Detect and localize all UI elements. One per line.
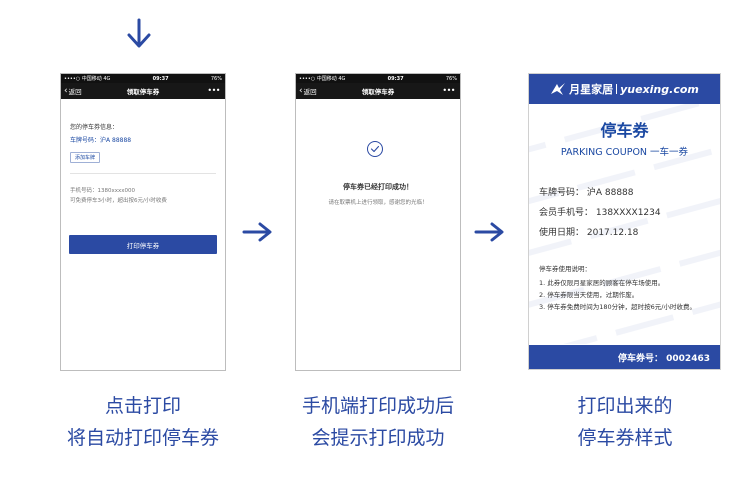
coupon-notes-title: 停车券使用说明： — [539, 265, 591, 273]
caption-line: 点击打印 — [104, 395, 181, 417]
status-battery: 76% — [445, 75, 457, 82]
back-label: 返回 — [68, 88, 82, 96]
status-time: 09:37 — [152, 75, 169, 82]
status-bar: ••••○ 中国移动 4G 09:37 76% — [61, 74, 225, 83]
caption-line: 打印出来的 — [577, 395, 673, 417]
coupon-title: 停车券 — [600, 121, 649, 140]
status-carrier: ••••○ 中国移动 4G — [64, 76, 111, 82]
watermark-pattern — [529, 104, 720, 344]
coupon-member-phone: 会员手机号： 138XXXX1234 — [539, 208, 661, 218]
logo-divider — [616, 84, 618, 94]
phone-screen-success: ••••○ 中国移动 4G 09:37 76% ‹ 返回 领取停车券 ••• 停… — [295, 73, 461, 371]
status-carrier: ••••○ 中国移动 4G — [299, 76, 346, 82]
coupon-use-date: 使用日期： 2017.12.18 — [539, 228, 639, 238]
caption-step-3: 打印出来的 停车券样式 — [525, 390, 725, 454]
nav-title: 领取停车券 — [361, 88, 395, 96]
back-button[interactable]: ‹ 返回 — [299, 86, 317, 96]
nav-bar: ‹ 返回 领取停车券 ••• — [61, 83, 225, 99]
caption-line: 将自动打印停车券 — [66, 427, 219, 449]
plate-number: 车牌号码：沪A 88888 — [70, 137, 132, 144]
status-bar: ••••○ 中国移动 4G 09:37 76% — [296, 74, 460, 83]
check-circle-icon — [367, 141, 383, 157]
coupon-footer: 停车券号： 0002463 — [529, 345, 720, 369]
more-icon[interactable]: ••• — [442, 86, 455, 95]
chevron-left-icon: ‹ — [299, 85, 303, 96]
caption-step-1: 点击打印 将自动打印停车券 — [43, 390, 243, 454]
coupon-note: 3. 停车券免费时间为180分钟，超时按6元/小时收费。 — [539, 303, 696, 311]
arrow-down-icon — [127, 18, 151, 48]
logo-en: yuexing.com — [620, 82, 699, 96]
arrow-right-icon — [242, 222, 272, 242]
coupon-info-label: 您的停车券信息： — [70, 124, 119, 131]
coupon-subtitle: PARKING COUPON 一车一券 — [560, 147, 689, 158]
success-title: 停车券已经打印成功！ — [343, 183, 413, 191]
caption-step-2: 手机端打印成功后 会提示打印成功 — [278, 390, 478, 454]
back-label: 返回 — [303, 88, 317, 96]
chevron-left-icon: ‹ — [64, 85, 68, 96]
phone-screen-print: ••••○ 中国移动 4G 09:37 76% ‹ 返回 领取停车券 ••• 您… — [60, 73, 226, 371]
coupon-note: 1. 此券仅限月星家居的顾客在停车场使用。 — [539, 279, 665, 287]
add-plate-button[interactable]: 添加车牌 — [70, 152, 101, 163]
coupon-header: 月星家居 yuexing.com — [529, 74, 720, 104]
more-icon[interactable]: ••• — [207, 86, 220, 95]
coupon-note: 2. 停车券限当天使用，过期作废。 — [539, 291, 639, 299]
back-button[interactable]: ‹ 返回 — [64, 86, 82, 96]
caption-line: 手机端打印成功后 — [301, 395, 454, 417]
star-logo-icon — [551, 83, 566, 95]
nav-bar: ‹ 返回 领取停车券 ••• — [296, 83, 460, 99]
nav-title: 领取停车券 — [126, 88, 160, 96]
free-parking-note: 可免费停车3小时，超出按6元/小时收费 — [70, 198, 167, 204]
status-battery: 76% — [210, 75, 222, 82]
divider — [70, 173, 216, 174]
logo-cn: 月星家居 — [569, 83, 614, 96]
phone-number: 手机号码：1380xxxx000 — [70, 188, 136, 194]
status-time: 09:37 — [387, 75, 404, 82]
caption-line: 停车券样式 — [577, 427, 673, 449]
printed-coupon: 月星家居 yuexing.com 停车券 PARKING COUPON 一车一券… — [528, 73, 721, 370]
coupon-plate: 车牌号码： 沪A 88888 — [539, 188, 634, 198]
caption-line: 会提示打印成功 — [311, 427, 445, 449]
success-subtitle: 请在取票机上进行领取，感谢您的光临！ — [328, 200, 428, 206]
arrow-right-icon — [474, 222, 504, 242]
print-coupon-button[interactable]: 打印停车券 — [69, 235, 217, 254]
